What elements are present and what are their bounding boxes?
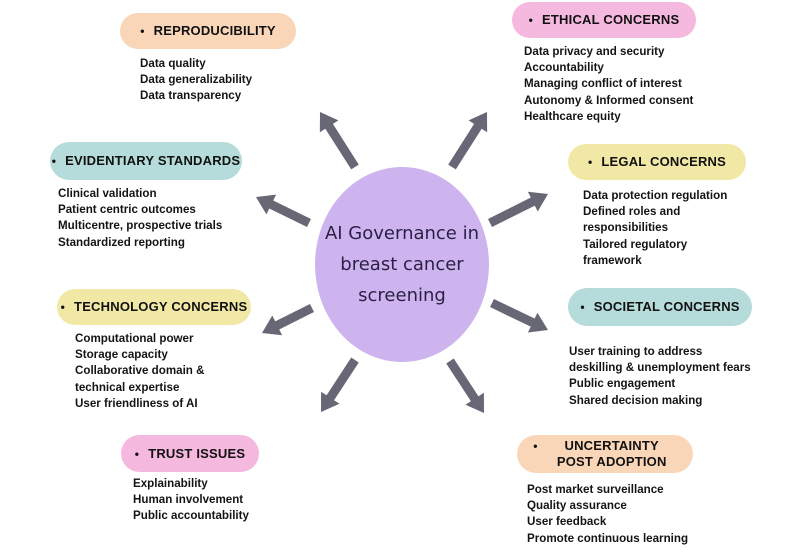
list-item: Accountability	[524, 61, 604, 75]
bullet-icon: •	[60, 300, 66, 314]
list-item: Public engagement	[569, 377, 676, 391]
list-item: Multicentre, prospective trials	[58, 219, 223, 233]
list-legal: Data protection regulation Defined roles…	[583, 188, 727, 269]
center-ellipse: AI Governance in breast cancer screening	[315, 167, 489, 362]
list-item: Tailored regulatory	[583, 237, 688, 251]
list-item: Autonomy & Informed consent	[524, 93, 694, 107]
arrow-to-evidentiary	[256, 194, 311, 228]
list-item: Computational power	[75, 332, 194, 345]
list-item: Quality assurance	[527, 499, 627, 513]
title-trust: TRUST ISSUES	[148, 445, 246, 461]
list-item: Explainability	[133, 477, 208, 490]
bullet-icon: •	[134, 446, 140, 461]
bullet-icon: •	[580, 300, 585, 314]
list-uncertainty: Post market surveillance Quality assuran…	[527, 482, 688, 547]
pill-technology: • TECHNOLOGY CONCERNS	[57, 289, 251, 325]
list-item: User training to address	[569, 345, 703, 358]
pill-uncertainty: • UNCERTAINTY POST ADOPTION	[517, 435, 693, 473]
pill-societal: • SOCIETAL CONCERNS	[568, 288, 752, 326]
list-item: Shared decision making	[569, 393, 703, 407]
bullet-icon: •	[140, 24, 145, 38]
pill-legal: • LEGAL CONCERNS	[568, 144, 746, 180]
title-uncertainty: UNCERTAINTY POST ADOPTION	[556, 438, 667, 469]
list-item: Standardized reporting	[58, 235, 185, 249]
pill-reproducibility: • REPRODUCIBILITY	[120, 13, 296, 49]
list-evidentiary: Clinical validation Patient centric outc…	[58, 186, 222, 251]
list-item: Data privacy and security	[524, 45, 665, 58]
list-item: Defined roles and	[583, 205, 681, 219]
pill-ethical: • ETHICAL CONCERNS	[512, 2, 696, 38]
list-reproducibility: Data quality Data generalizability Data …	[140, 56, 252, 105]
arrow-to-legal	[487, 191, 548, 228]
list-ethical: Data privacy and security Accountability…	[524, 44, 693, 125]
list-item: Data transparency	[140, 89, 242, 103]
bullet-icon: •	[51, 154, 57, 168]
arrow-to-reproducibility	[319, 112, 359, 170]
title-societal: SOCIETAL CONCERNS	[593, 299, 740, 314]
list-item: Healthcare equity	[524, 109, 621, 123]
list-item: Data protection regulation	[583, 189, 728, 202]
arrow-to-ethical	[448, 112, 488, 170]
list-item: framework	[583, 253, 642, 267]
title-legal: LEGAL CONCERNS	[601, 154, 727, 169]
arrow-to-technology	[262, 303, 315, 336]
bullet-icon: •	[533, 439, 538, 453]
arrow-to-trust	[321, 357, 359, 412]
list-item: Human involvement	[133, 493, 244, 507]
list-item: Clinical validation	[58, 187, 157, 200]
list-item: User friendliness of AI	[75, 396, 198, 410]
title-ethical: ETHICAL CONCERNS	[542, 12, 680, 27]
list-item: deskilling & unemployment fears	[569, 361, 751, 375]
list-item: Data generalizability	[140, 73, 253, 87]
title-evidentiary: EVIDENTIARY STANDARDS	[65, 153, 241, 168]
list-item: Storage capacity	[75, 348, 168, 362]
bullet-icon: •	[587, 155, 593, 169]
arrow-to-uncertainty	[446, 358, 484, 413]
list-item: Post market surveillance	[527, 483, 664, 496]
title-technology: TECHNOLOGY CONCERNS	[74, 299, 248, 314]
bullet-icon: •	[528, 13, 534, 27]
pill-evidentiary: • EVIDENTIARY STANDARDS	[50, 142, 242, 180]
list-trust: Explainability Human involvement Public …	[133, 476, 249, 525]
list-technology: Computational power Storage capacity Col…	[75, 331, 204, 412]
list-societal: User training to address deskilling & un…	[569, 344, 751, 409]
title-reproducibility: REPRODUCIBILITY	[153, 23, 276, 38]
list-item: technical expertise	[75, 380, 180, 394]
list-item: Public accountability	[133, 509, 249, 523]
list-item: Collaborative domain &	[75, 364, 205, 378]
center-title: AI Governance in breast cancer screening	[324, 223, 480, 306]
list-item: User feedback	[527, 515, 607, 529]
list-item: Managing conflict of interest	[524, 77, 682, 91]
list-item: Patient centric outcomes	[58, 203, 196, 217]
arrow-to-societal	[490, 298, 548, 333]
list-item: responsibilities	[583, 221, 669, 235]
list-item: Data quality	[140, 57, 206, 70]
pill-trust: • TRUST ISSUES	[121, 435, 259, 472]
list-item: Promote continuous learning	[527, 531, 689, 545]
